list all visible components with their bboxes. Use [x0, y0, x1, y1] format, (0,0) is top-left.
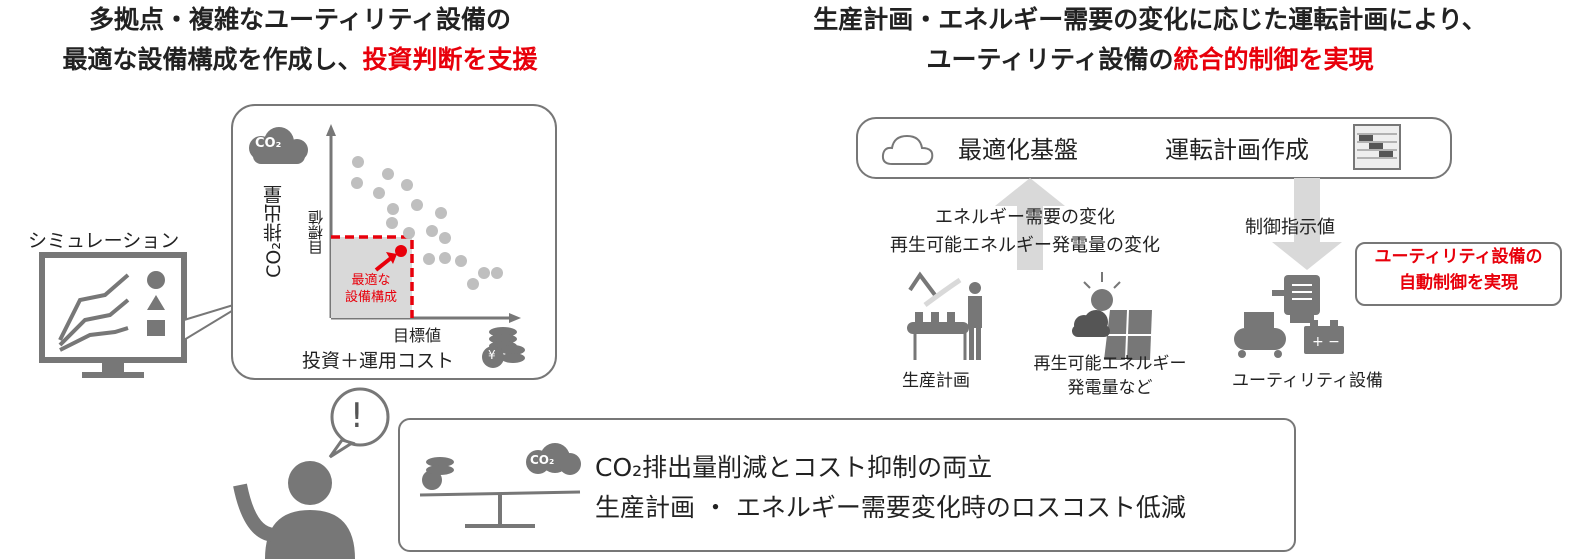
renewable-label-line2: 発電量など	[1067, 378, 1153, 398]
control-command-label: 制御指示値	[1245, 217, 1335, 238]
renewable-label-line1: 再生可能エネルギー	[1033, 354, 1187, 374]
callout: ユーティリティ設備の自動制御を実現	[1355, 242, 1562, 306]
right-title-line1: 生産計画・エネルギー需要の変化に応じた運転計画により、	[813, 5, 1487, 34]
platform-box	[856, 117, 1452, 179]
co2-cloud-icon	[249, 127, 308, 164]
benefit-text: CO₂排出量削減とコスト抑制の両立生産計画 ・ エネルギー需要変化時のロスコスト…	[595, 448, 1186, 528]
right-title-line2: ユーティリティ設備の統合的制御を実現	[740, 40, 1560, 80]
yen-symbol: ¥	[488, 348, 496, 362]
energy-demand-change: エネルギー需要の変化	[935, 207, 1115, 228]
scatter-chart	[249, 124, 525, 368]
svg-text:+ −: + −	[1312, 334, 1340, 350]
x-target-label: 目標値	[393, 326, 442, 345]
balance-scale-icon	[419, 443, 581, 528]
yen-coins-icon	[482, 327, 525, 368]
renewable-change: 再生可能エネルギー発電量の変化	[890, 235, 1160, 256]
input-changes-text: エネルギー需要の変化再生可能エネルギー発電量の変化	[855, 204, 1195, 260]
optimization-platform-label: 最適化基盤	[958, 136, 1078, 164]
production-plan-label: 生産計画	[902, 371, 970, 391]
benefit-line2: 生産計画 ・ エネルギー需要変化時のロスコスト低減	[595, 493, 1186, 522]
optimal-label-line2: 設備構成	[344, 290, 397, 305]
target-dashed-line	[331, 235, 414, 318]
benefit-box	[398, 418, 1296, 552]
optimal-arrow	[374, 256, 393, 272]
left-title-line1: 多拠点・複雑なユーティリティ設備の	[88, 5, 511, 34]
schedule-table-icon	[1353, 124, 1401, 170]
up-arrow-icon	[995, 178, 1065, 270]
cloud-icon	[881, 134, 934, 165]
monitor-icon	[39, 252, 250, 378]
callout-line1: ユーティリティ設備の	[1374, 247, 1543, 267]
left-title: 多拠点・複雑なユーティリティ設備の 最適な設備構成を作成し、投資判断を支援	[0, 0, 600, 80]
right-title-highlight: 統合的制御を実現	[1173, 45, 1374, 74]
optimal-label-line1: 最適な	[351, 273, 391, 288]
person-thinking-icon	[233, 387, 390, 559]
right-title-prefix: ユーティリティ設備の	[926, 45, 1174, 74]
candidate-points	[351, 156, 503, 290]
exclamation-mark: !	[350, 396, 364, 436]
solar-renewable-icon	[1072, 272, 1152, 360]
x-axis-label: 投資＋運用コスト	[302, 350, 455, 372]
right-title: 生産計画・エネルギー需要の変化に応じた運転計画により、 ユーティリティ設備の統合…	[740, 0, 1560, 80]
production-line-icon	[907, 271, 982, 360]
renewable-label: 再生可能エネルギー発電量など	[1025, 352, 1195, 400]
y-target-label: 目標値	[307, 210, 325, 255]
utility-equipment-icon: + −	[1234, 275, 1344, 358]
left-title-prefix: 最適な設備構成を作成し、	[62, 45, 363, 74]
down-arrow-icon	[1272, 178, 1342, 270]
bottom-co2-badge: CO₂	[530, 453, 555, 467]
left-title-line2: 最適な設備構成を作成し、投資判断を支援	[0, 40, 600, 80]
simulation-label: シミュレーション	[28, 230, 180, 252]
benefit-line1: CO₂排出量削減とコスト抑制の両立	[595, 453, 993, 482]
operation-plan-label: 運転計画作成	[1165, 136, 1309, 164]
callout-line2: 自動制御を実現	[1399, 273, 1518, 293]
left-title-highlight: 投資判断を支援	[362, 45, 538, 74]
utility-equipment-label: ユーティリティ設備	[1232, 371, 1383, 391]
y-axis-label: CO₂排出量	[263, 185, 285, 278]
co2-badge: CO₂	[255, 136, 282, 151]
optimal-point	[395, 245, 407, 257]
optimal-label: 最適な設備構成	[336, 272, 406, 306]
